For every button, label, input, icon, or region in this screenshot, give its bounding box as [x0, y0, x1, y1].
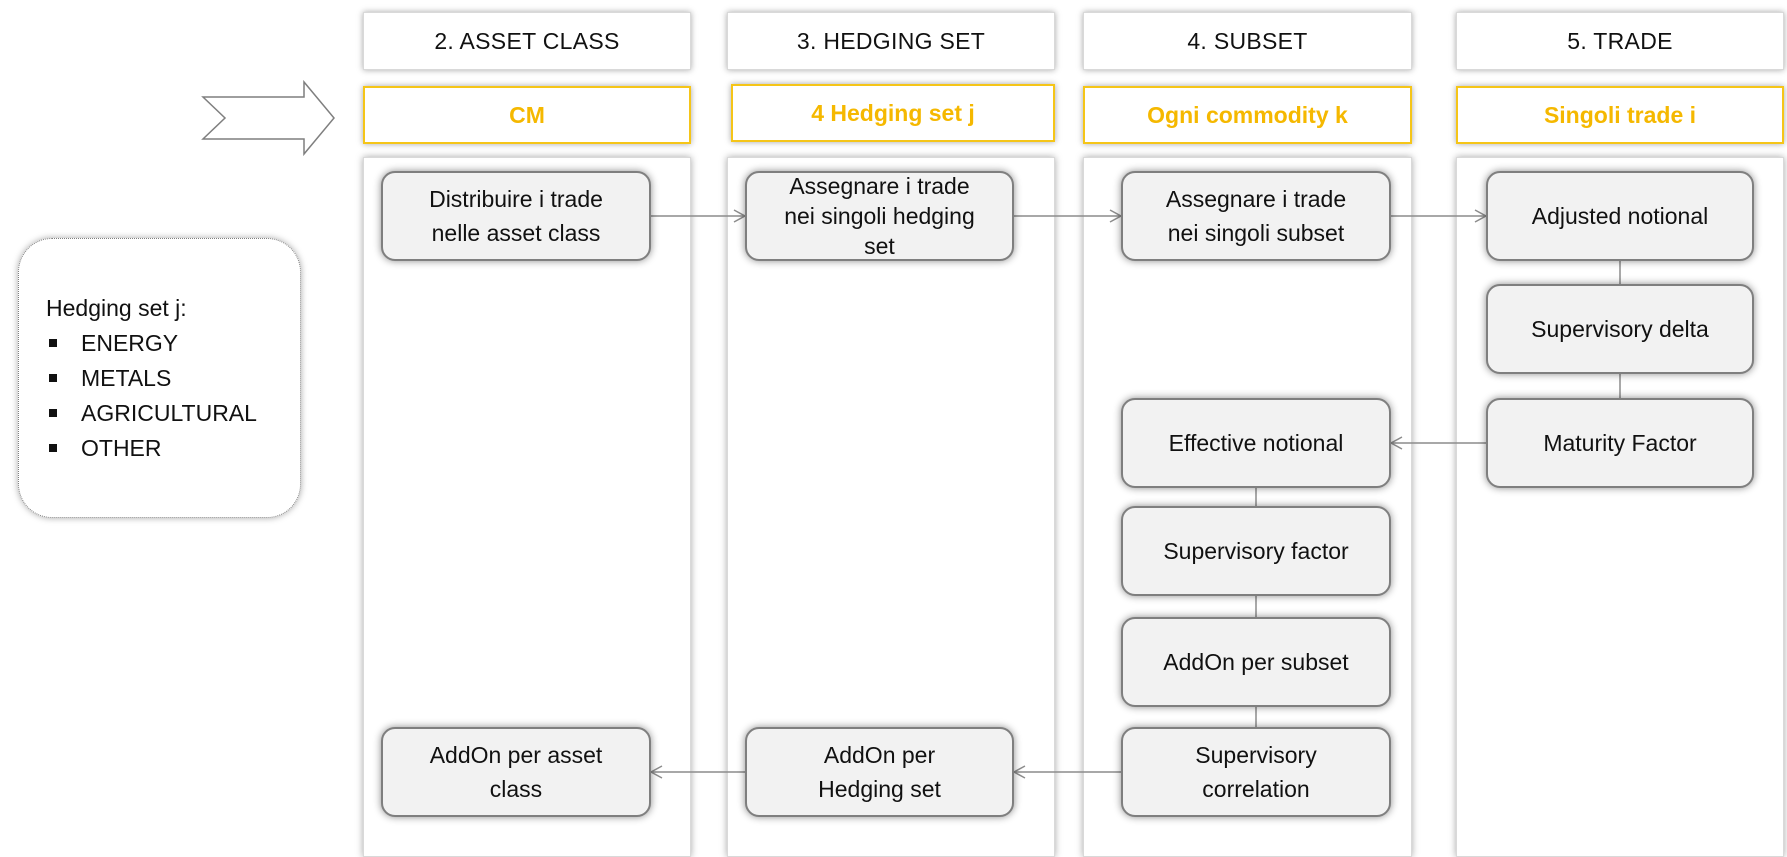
node-adjusted-notional: Adjusted notional	[1486, 171, 1754, 261]
node-distribuire-trade: Distribuire i trade nelle asset class	[381, 171, 651, 261]
hedging-set-item: METALS	[46, 361, 300, 396]
node-addon-per-subset: AddOn per subset	[1121, 617, 1391, 707]
node-effective-notional: Effective notional	[1121, 398, 1391, 488]
hedging-set-note: Hedging set j: ENERGY METALS AGRICULTURA…	[18, 238, 301, 518]
node-addon-per-hedging-set: AddOn per Hedging set	[745, 727, 1014, 817]
node-assegnare-subset: Assegnare i trade nei singoli subset	[1121, 171, 1391, 261]
column-subheader-hedging-set: 4 Hedging set j	[731, 84, 1055, 142]
hedging-set-list: ENERGY METALS AGRICULTURAL OTHER	[46, 326, 300, 466]
column-header-asset-class: 2. ASSET CLASS	[363, 12, 691, 70]
hedging-set-note-title: Hedging set j:	[46, 295, 187, 321]
column-subheader-trade: Singoli trade i	[1456, 86, 1784, 144]
entry-arrow-icon	[201, 79, 335, 157]
node-supervisory-delta: Supervisory delta	[1486, 284, 1754, 374]
node-assegnare-hedging-set: Assegnare i trade nei singoli hedging se…	[745, 171, 1014, 261]
hedging-set-item: AGRICULTURAL	[46, 396, 300, 431]
column-header-subset: 4. SUBSET	[1083, 12, 1412, 70]
node-supervisory-factor: Supervisory factor	[1121, 506, 1391, 596]
hedging-set-item: ENERGY	[46, 326, 300, 361]
column-header-hedging-set: 3. HEDGING SET	[727, 12, 1055, 70]
node-maturity-factor: Maturity Factor	[1486, 398, 1754, 488]
column-header-trade: 5. TRADE	[1456, 12, 1784, 70]
column-subheader-asset-class: CM	[363, 86, 691, 144]
hedging-set-item: OTHER	[46, 431, 300, 466]
node-addon-per-asset-class: AddOn per asset class	[381, 727, 651, 817]
column-subheader-subset: Ogni commodity k	[1083, 86, 1412, 144]
node-supervisory-correlation: Supervisory correlation	[1121, 727, 1391, 817]
